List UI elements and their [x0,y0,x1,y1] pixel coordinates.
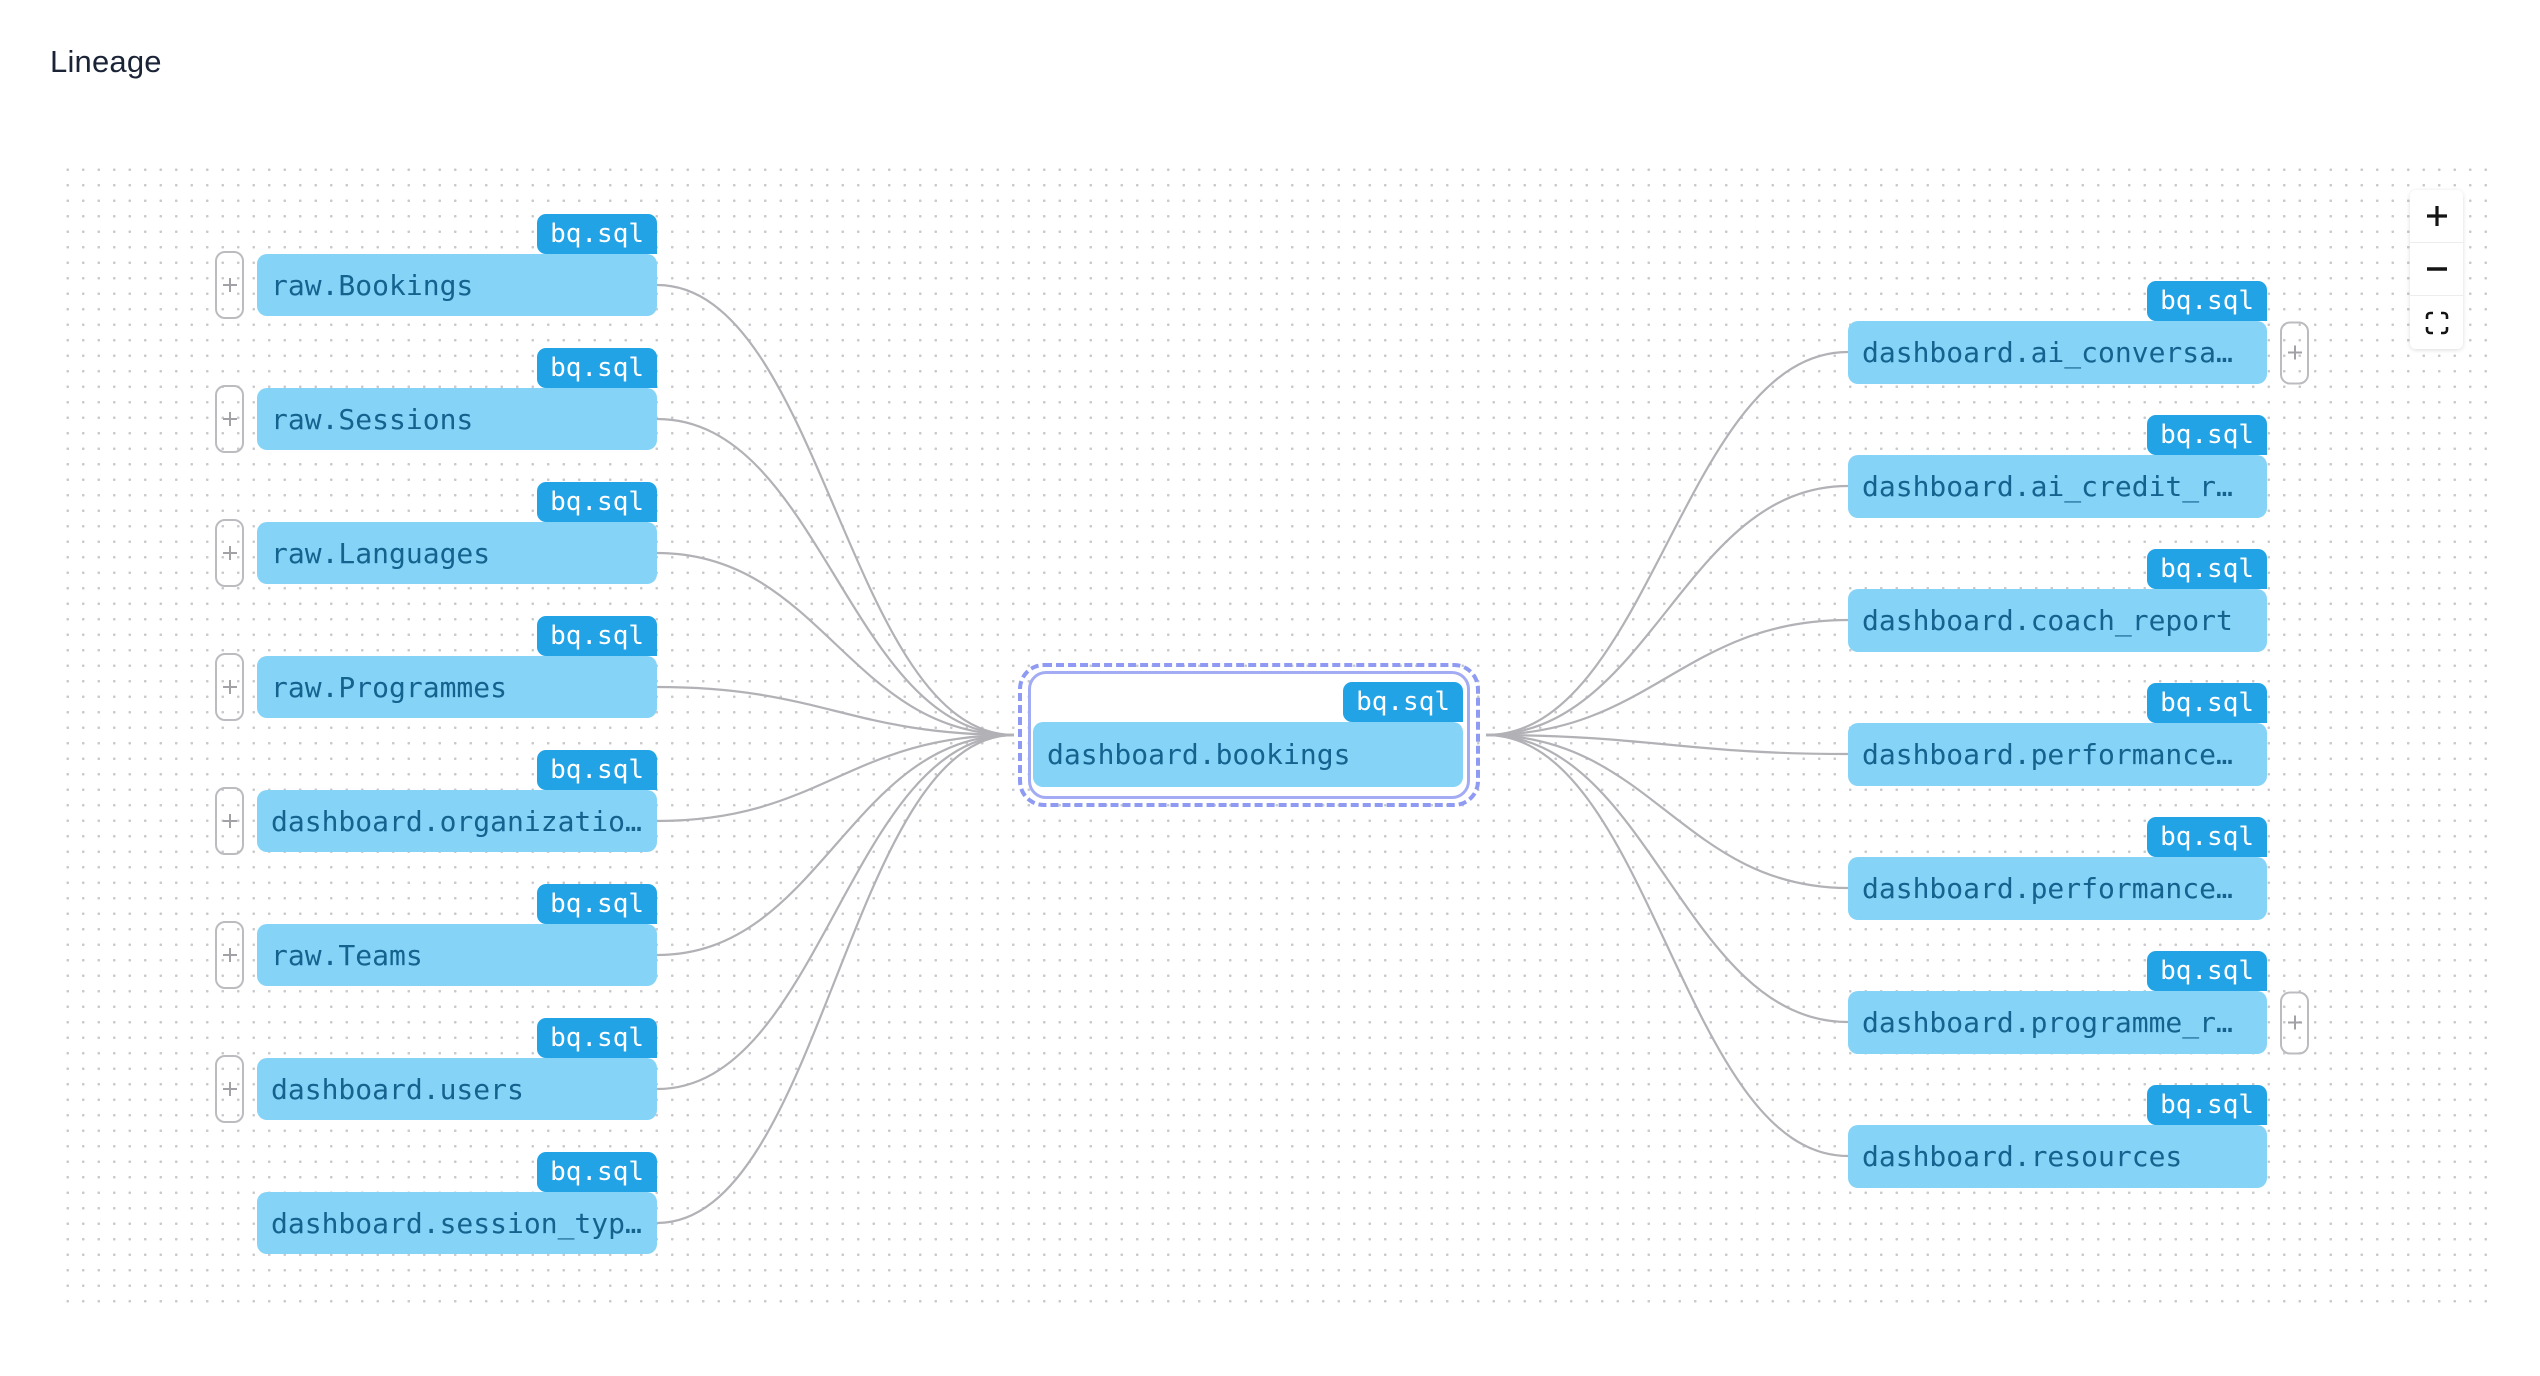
node-label: raw.Sessions [271,402,474,436]
node-dashboard-performance-1[interactable]: bq.sql dashboard.performance… [1848,683,2267,786]
node-dashboard-resources[interactable]: bq.sql dashboard.resources [1848,1085,2267,1188]
file-type-badge: bq.sql [2147,549,2267,589]
node-dashboard-organizations[interactable]: bq.sql dashboard.organizatio… [215,750,657,855]
expand-button[interactable] [2280,321,2309,384]
node-dashboard-session-types[interactable]: bq.sql dashboard.session_typ… [257,1152,657,1254]
node-label: dashboard.bookings [1047,738,1351,771]
file-type-badge: bq.sql [537,348,657,388]
canvas-controls [2410,190,2463,349]
node-dashboard-ai-credit[interactable]: bq.sql dashboard.ai_credit_r… [1848,415,2267,518]
zoom-out-button[interactable] [2410,243,2463,296]
node-raw-bookings[interactable]: bq.sql raw.Bookings [215,214,657,319]
file-type-badge: bq.sql [2147,1085,2267,1125]
node-label: dashboard.ai_conversa… [1862,336,2233,369]
minus-icon [2426,267,2447,271]
page-title: Lineage [50,44,162,79]
plus-icon [2426,206,2447,226]
node-label: dashboard.performance… [1862,872,2233,905]
node-dashboard-users[interactable]: bq.sql dashboard.users [215,1018,657,1123]
file-type-badge: bq.sql [537,750,657,790]
plus-icon [222,814,237,828]
node-label: raw.Programmes [271,670,508,704]
plus-icon [222,546,237,560]
file-type-badge: bq.sql [537,1018,657,1058]
node-label: dashboard.ai_credit_r… [1862,470,2233,503]
node-label: raw.Teams [271,938,423,972]
file-type-badge: bq.sql [2147,281,2267,321]
node-label: dashboard.programme_r… [1862,1006,2233,1039]
file-type-badge: bq.sql [537,884,657,924]
node-label: raw.Languages [271,536,491,570]
node-label: dashboard.users [271,1072,524,1106]
file-type-badge: bq.sql [2147,415,2267,455]
node-raw-programmes[interactable]: bq.sql raw.Programmes [215,616,657,721]
expand-button[interactable] [215,251,244,319]
file-type-badge: bq.sql [537,482,657,522]
file-type-badge: bq.sql [2147,683,2267,723]
file-type-badge: bq.sql [2147,951,2267,991]
plus-icon [222,412,237,426]
lineage-canvas[interactable]: bq.sql raw.Bookings bq.sql raw.Sessions … [58,160,2498,1310]
file-type-badge: bq.sql [1343,682,1463,722]
plus-icon [222,680,237,694]
plus-icon [2287,1015,2302,1030]
node-dashboard-performance-2[interactable]: bq.sql dashboard.performance… [1848,817,2267,920]
expand-button[interactable] [215,519,244,587]
plus-icon [222,1082,237,1096]
file-type-badge: bq.sql [2147,817,2267,857]
file-type-badge: bq.sql [537,616,657,656]
plus-icon [222,948,237,962]
fit-view-icon [2425,311,2448,334]
plus-icon [222,278,237,292]
expand-button[interactable] [2280,991,2309,1054]
expand-button[interactable] [215,385,244,453]
expand-button[interactable] [215,921,244,989]
expand-button[interactable] [215,787,244,855]
node-raw-teams[interactable]: bq.sql raw.Teams [215,884,657,989]
zoom-in-button[interactable] [2410,190,2463,243]
node-dashboard-ai-conversations[interactable]: bq.sql dashboard.ai_conversa… [1848,281,2309,384]
node-label: dashboard.coach_report [1862,604,2233,637]
fit-view-button[interactable] [2410,296,2463,349]
node-label: raw.Bookings [271,268,474,302]
node-label: dashboard.performance… [1862,738,2233,771]
expand-button[interactable] [215,653,244,721]
node-raw-languages[interactable]: bq.sql raw.Languages [215,482,657,587]
node-dashboard-bookings-selected[interactable]: bq.sql dashboard.bookings [1033,682,1463,787]
node-label: dashboard.session_typ… [271,1206,642,1240]
node-label: dashboard.organizatio… [271,804,642,838]
node-dashboard-programme-report[interactable]: bq.sql dashboard.programme_r… [1848,951,2309,1054]
node-label: dashboard.resources [1862,1140,2183,1173]
node-raw-sessions[interactable]: bq.sql raw.Sessions [215,348,657,453]
file-type-badge: bq.sql [537,214,657,254]
file-type-badge: bq.sql [537,1152,657,1192]
plus-icon [2287,345,2302,360]
node-dashboard-coach-report[interactable]: bq.sql dashboard.coach_report [1848,549,2267,652]
expand-button[interactable] [215,1055,244,1123]
